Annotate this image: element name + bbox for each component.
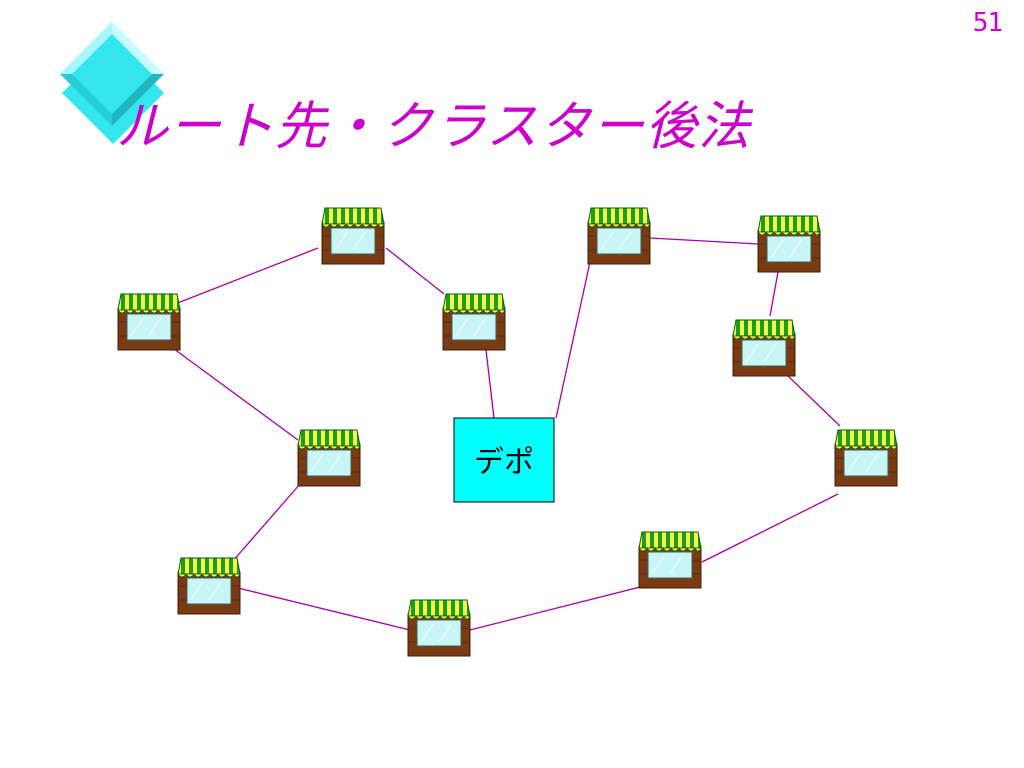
diamond-bullet-icon [60, 22, 164, 144]
store-icon [587, 207, 651, 265]
store-icon [638, 531, 702, 589]
store-icon [834, 429, 898, 487]
store-icon [297, 429, 361, 487]
store-icon [407, 599, 471, 657]
route-segment [237, 587, 411, 631]
store-icon [117, 293, 181, 351]
route-segment [169, 345, 299, 441]
route-segment [169, 247, 319, 307]
route-segment [469, 585, 645, 631]
store-icon [757, 215, 821, 273]
store-icon [442, 293, 506, 351]
page-number: 51 [972, 8, 1003, 38]
route-segment [787, 375, 841, 427]
route-segment [485, 349, 495, 419]
slide-title: ルート先・クラスター後法 [116, 97, 751, 157]
route-segment [231, 483, 301, 563]
route-lines [169, 237, 841, 631]
route-segment [649, 237, 759, 245]
depot-box [453, 417, 555, 503]
store-icon [321, 207, 385, 265]
route-segment [701, 493, 839, 563]
route-segment [769, 271, 779, 317]
store-icon [732, 319, 796, 377]
depot: デポ [453, 417, 555, 503]
depot-label: デポ [474, 445, 534, 480]
route-segment [555, 261, 591, 419]
store-icon [177, 557, 241, 615]
route-segment [385, 247, 445, 295]
